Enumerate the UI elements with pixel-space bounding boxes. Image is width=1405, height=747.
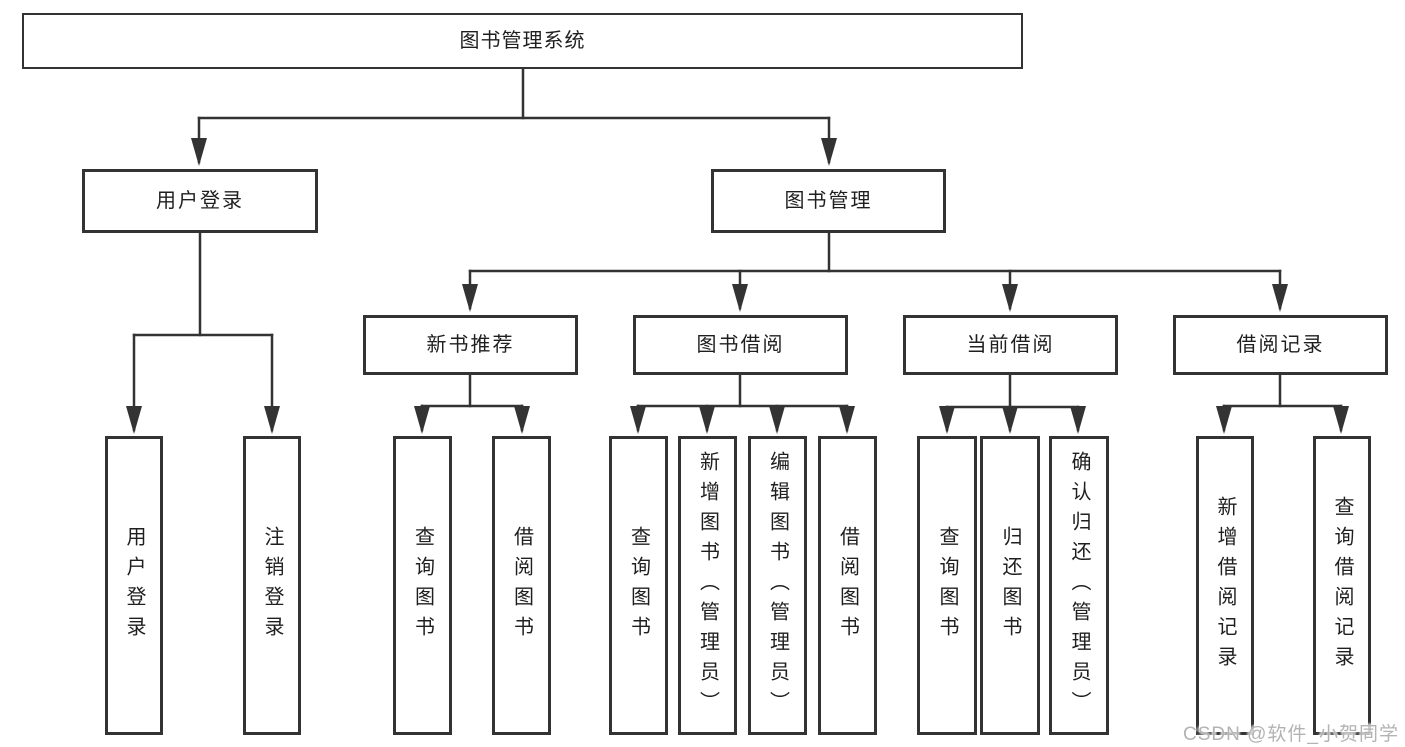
node-current-borrow: 当前借阅 bbox=[903, 315, 1118, 375]
node-root: 图书管理系统 bbox=[22, 13, 1023, 69]
leaf-add-borrow-record: 新增借阅记录 bbox=[1196, 436, 1254, 735]
leaf-logout: 注销登录 bbox=[243, 436, 301, 735]
node-new-book-recommend: 新书推荐 bbox=[363, 315, 578, 375]
node-user-login: 用户登录 bbox=[82, 169, 318, 233]
leaf-current-query-books: 查询图书 bbox=[917, 436, 977, 735]
leaf-recommend-borrow-books: 借阅图书 bbox=[492, 436, 551, 735]
watermark: CSDN @软件_小贺同学 bbox=[1183, 724, 1399, 745]
leaf-borrow-book: 借阅图书 bbox=[818, 436, 877, 735]
connector-user-login bbox=[126, 231, 280, 434]
connector-new-book-recommend bbox=[414, 373, 530, 434]
leaf-return-book: 归还图书 bbox=[980, 436, 1040, 735]
leaf-add-book-admin: 新增图书（管理员） bbox=[678, 436, 737, 735]
leaf-confirm-return-admin: 确认归还（管理员） bbox=[1049, 436, 1109, 735]
node-book-management: 图书管理 bbox=[711, 169, 946, 233]
connector-book-management bbox=[462, 231, 1288, 312]
connector-root bbox=[191, 67, 837, 166]
leaf-query-borrow-record: 查询借阅记录 bbox=[1313, 436, 1371, 735]
node-borrow-records: 借阅记录 bbox=[1173, 315, 1388, 375]
connector-borrow-records bbox=[1216, 373, 1349, 434]
leaf-recommend-query-books: 查询图书 bbox=[393, 436, 452, 735]
connector-current-borrow bbox=[939, 373, 1086, 434]
leaf-borrow-query-books: 查询图书 bbox=[609, 436, 668, 735]
connector-book-borrow bbox=[630, 373, 855, 434]
leaf-edit-book-admin: 编辑图书（管理员） bbox=[748, 436, 807, 735]
leaf-user-login: 用户登录 bbox=[105, 436, 163, 735]
node-book-borrow: 图书借阅 bbox=[633, 315, 848, 375]
